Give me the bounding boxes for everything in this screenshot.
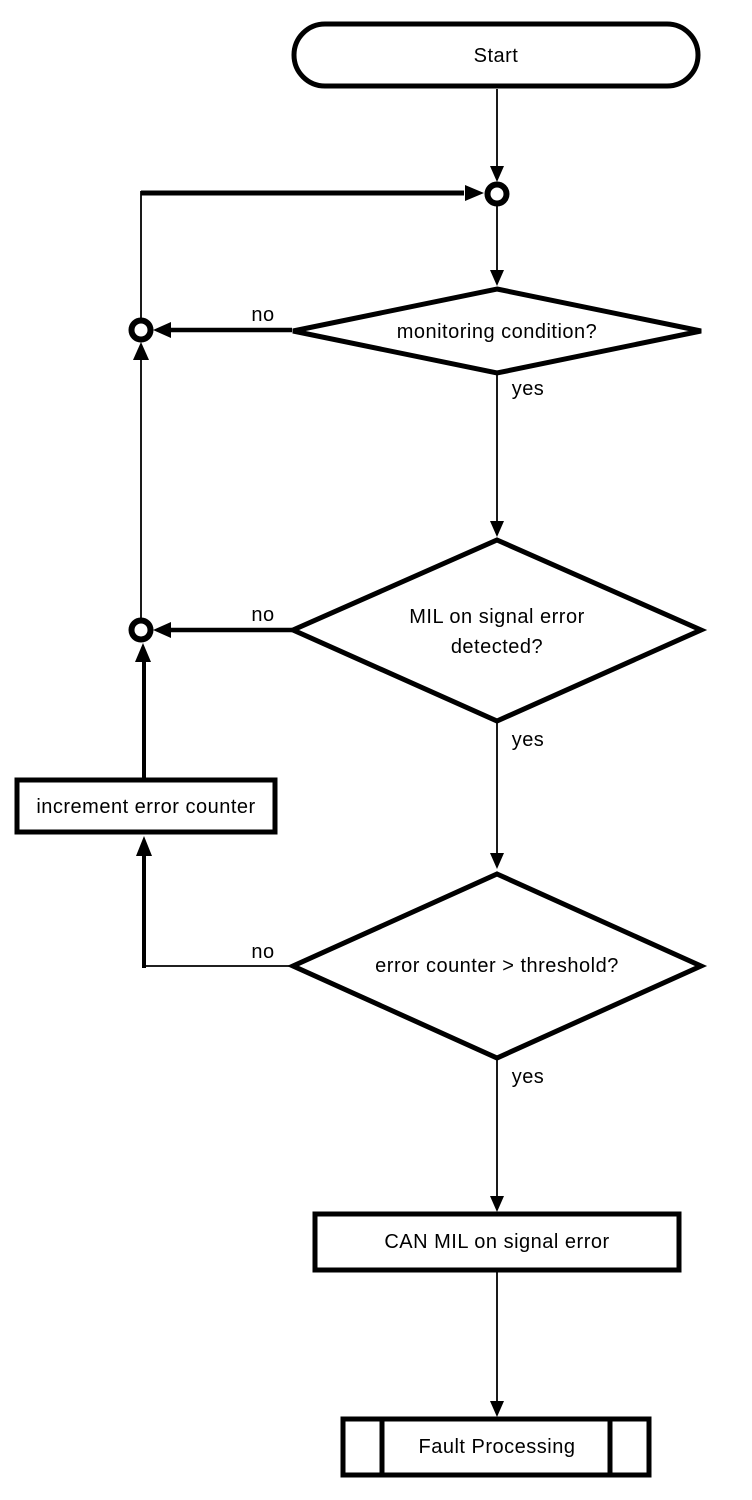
loop-connector-1: [128, 317, 154, 343]
loop-connector-2: [128, 617, 154, 643]
process-can-mil-label: CAN MIL on signal error: [384, 1231, 610, 1253]
decision-mil-detected-label-line1: MIL on signal error: [409, 606, 585, 628]
start-label: Start: [473, 45, 519, 67]
edge-label-no-3: no: [251, 941, 275, 963]
process-increment-box: [14, 777, 278, 835]
arrowhead-yes3-into-can: [490, 1196, 504, 1212]
arrowhead-no2-into-connector: [153, 622, 171, 638]
edge-label-yes-3: yes: [511, 1066, 545, 1088]
arrowhead-yes2-into-threshold: [490, 853, 504, 869]
arrowhead-no3-into-increment: [136, 836, 152, 856]
start-terminator: [291, 21, 701, 89]
process-can-mil-box: [312, 1211, 682, 1273]
decision-mil-detected-label-line2: detected?: [450, 636, 544, 658]
decision-mil-detected-label: MIL on signal error detected?: [409, 602, 585, 662]
edge-label-no-1: no: [251, 304, 275, 326]
arrowhead-no1-into-connector: [153, 322, 171, 338]
process-increment-label: increment error counter: [36, 796, 256, 818]
predefined-fault-label: Fault Processing: [418, 1436, 576, 1458]
decision-monitoring: [292, 286, 702, 376]
arrowhead-into-junction-left: [465, 185, 484, 201]
predefined-fault-box: [340, 1416, 652, 1478]
decision-threshold-label: error counter > threshold?: [375, 955, 619, 977]
arrowhead-can-into-fault: [490, 1401, 504, 1417]
edge-label-yes-2: yes: [511, 729, 545, 751]
arrowhead-yes1-into-mil: [490, 521, 504, 537]
decision-threshold: [286, 871, 708, 1061]
decision-monitoring-label: monitoring condition?: [396, 321, 598, 343]
arrowhead-rail-into-connector1: [133, 342, 149, 360]
arrowhead-into-junction-top: [490, 166, 504, 182]
arrowhead-into-monitoring: [490, 270, 504, 286]
decision-mil-detected: [286, 537, 708, 724]
junction-connector-top: [484, 181, 510, 207]
edge-label-yes-1: yes: [511, 378, 545, 400]
arrowhead-increment-into-connector2: [135, 643, 151, 662]
edge-label-no-2: no: [251, 604, 275, 626]
